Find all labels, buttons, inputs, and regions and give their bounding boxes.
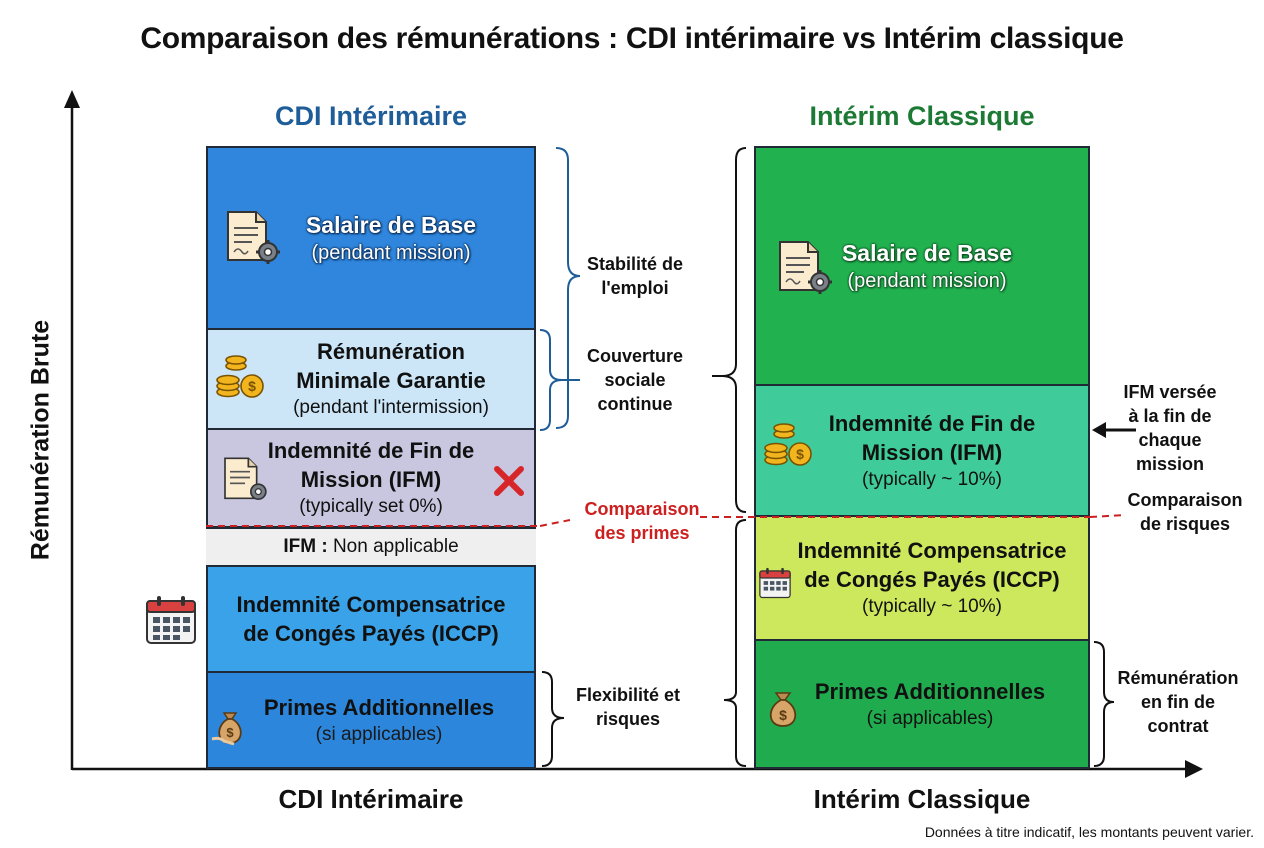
money-bag-icon: $ [211,712,242,746]
left-iccp-title-2: de Congés Payés (ICCP) [243,621,499,646]
comparaison-risques-line1: Comparaison [1127,490,1243,510]
stabilite-line1: Stabilité de [586,254,684,274]
left-salaire-sub: (pendant mission) [311,241,471,264]
stabilite-line2: l'emploi [601,278,669,298]
svg-text:$: $ [248,378,256,394]
coins-icon: $ [216,355,264,398]
svg-text:$: $ [779,707,787,723]
right-column-heading: Intérim Classique [809,101,1035,131]
left-ifm-sub: (typically set 0%) [299,496,443,517]
footnote: Données à titre indicatif, les montants … [924,824,1254,840]
left-salaire-title: Salaire de Base [305,211,477,238]
remuneration-fin-bracket [1093,641,1115,767]
left-ifm-na-rest: Non applicable [327,536,459,557]
remuneration-fin-line2: en fin de [1140,692,1215,712]
remuneration-fin-line3: contrat [1147,716,1209,736]
page-title: Comparaison des rémunérations : CDI inté… [140,22,1124,55]
left-iccp-block: Indemnité Compensatrice de Congés Payés … [206,565,536,673]
flexibilite-label: Flexibilité et risques [570,683,686,731]
couverture-bracket [539,329,580,431]
right-iccp-sub: (typically ~ 10%) [862,596,1002,617]
left-primes-block: Primes Additionnelles (si applicables) [206,671,536,769]
ifm-versee-line1: IFM versée [1123,382,1217,402]
left-iccp-title-1: Indemnité Compensatrice [236,592,506,617]
left-primes-title: Primes Additionnelles [263,694,495,720]
right-salaire-sub: (pendant mission) [847,269,1007,292]
document-gear-icon [227,211,280,264]
remuneration-fin-line1: Rémunération [1117,668,1239,688]
right-bottom-bracket [723,519,747,767]
remuneration-fin-label: Rémunération en fin de contrat [1108,666,1248,738]
ifm-versee-label: IFM versée à la fin de chaque mission [1116,380,1224,476]
couverture-line1: Couverture [586,346,684,366]
flexibilite-line2: risques [595,709,661,729]
ifm-versee-line3: chaque [1138,430,1202,450]
couverture-label: Couverture sociale continue [580,344,690,416]
document-gear-icon [779,241,832,294]
ifm-versee-line4: mission [1135,454,1205,474]
right-ifm-title-2: Mission (IFM) [861,439,1003,465]
comparaison-primes-label: Comparaison des primes [572,497,712,545]
left-column-heading: CDI Intérimaire [274,101,468,131]
comparaison-primes-line1: Comparaison [584,499,700,519]
left-primes-sub: (si applicables) [315,723,443,745]
right-salaire-title: Salaire de Base [841,239,1013,266]
comparaison-risques-line2: de risques [1139,514,1231,534]
calendar-icon [759,567,791,599]
right-ifm-title-1: Indemnité de Fin de [828,410,1036,436]
left-rmg-title-2: Minimale Garantie [296,368,486,393]
document-gear-icon [224,457,267,500]
couverture-line3: continue [597,394,673,414]
calendar-icon [146,596,196,644]
right-iccp-title-2: de Congés Payés (ICCP) [804,567,1060,592]
stabilite-label: Stabilité de l'emploi [580,252,690,300]
flexibilite-line1: Flexibilité et [575,685,681,705]
left-x-label: CDI Intérimaire [278,784,464,814]
flexibilite-bracket [541,671,565,767]
close-x-icon [494,466,524,496]
stabilite-bracket [555,147,581,429]
left-rmg-title-1: Rémunération [317,339,465,364]
left-ifm-na-bold: IFM : [283,536,328,557]
left-ifm-title-2: Mission (IFM) [300,467,442,492]
right-primes-block: Primes Additionnelles (si applicables) [754,639,1090,769]
money-bag-icon: $ [769,692,797,727]
right-primes-sub: (si applicables) [866,707,994,729]
coins-icon: $ [764,423,812,466]
couverture-line2: sociale [604,370,666,390]
right-iccp-block: Indemnité Compensatrice de Congés Payés … [754,515,1090,641]
right-top-bracket [712,147,747,513]
right-iccp-title-1: Indemnité Compensatrice [797,538,1067,563]
ifm-versee-line2: à la fin de [1128,406,1212,426]
left-rmg-sub: (pendant l'intermission) [293,397,489,418]
right-x-label: Intérim Classique [813,784,1031,814]
arrow-left-icon [1092,422,1136,438]
right-ifm-sub: (typically ~ 10%) [862,468,1002,490]
right-primes-title: Primes Additionnelles [814,678,1046,704]
left-rmg-block: Rémunération Minimale Garantie (pendant … [206,328,536,430]
svg-text:$: $ [226,725,234,740]
comparaison-primes-line2: des primes [594,523,690,543]
left-ifm-title-1: Indemnité de Fin de [267,438,475,463]
svg-text:$: $ [796,446,804,462]
comparaison-risques-label: Comparaison de risques [1114,488,1256,536]
